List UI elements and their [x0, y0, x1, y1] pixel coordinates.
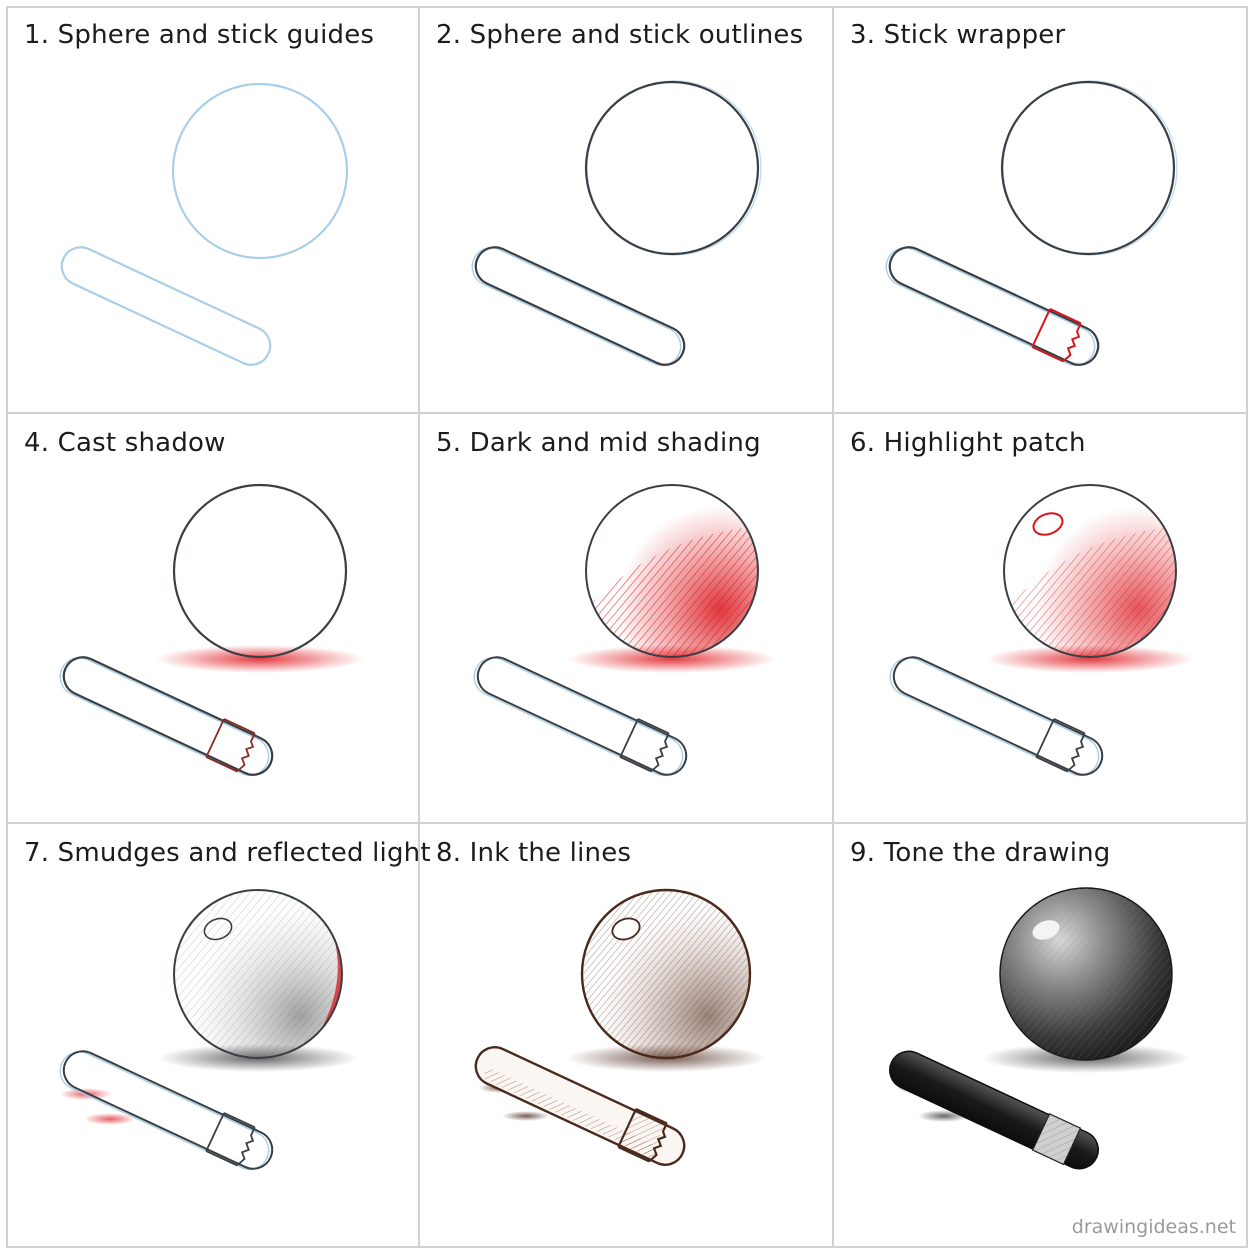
step-title: 2. Sphere and stick outlines [436, 20, 804, 50]
sphere-outline [1003, 484, 1177, 658]
step-3-drawing [885, 80, 1178, 366]
step-panel-4: 4. Cast shadow [8, 416, 422, 824]
smudge-mark [502, 1111, 550, 1121]
sphere-guide [171, 82, 349, 260]
highlight-patch [1032, 920, 1060, 940]
step-7-drawing [59, 889, 358, 1170]
smudge-mark [84, 1113, 136, 1125]
step-title: 5. Dark and mid shading [436, 428, 761, 458]
stick-toned [889, 1050, 1099, 1170]
step-panel-9: 9. Tone the drawing [834, 826, 1248, 1234]
stick-outline [473, 656, 688, 776]
sphere-outline [584, 80, 760, 256]
grid-border-left [6, 6, 8, 1248]
grid-divider-h2 [6, 822, 1248, 824]
step-title: 6. Highlight patch [850, 428, 1086, 458]
cast-shadow [568, 645, 776, 673]
stick-wrapper [205, 718, 256, 773]
steps-grid: 1. Sphere and stick guides 2. Sphere and… [6, 6, 1248, 1248]
step-title: 4. Cast shadow [24, 428, 226, 458]
stick-outline [885, 246, 1100, 366]
step-panel-7: 7. Smudges and reflected light [8, 826, 431, 1234]
highlight-patch [611, 917, 641, 941]
step-panel-5: 5. Dark and mid shading [420, 416, 834, 824]
sphere-shading [582, 890, 750, 1058]
sphere-outline [173, 889, 343, 1059]
sphere-outline [585, 484, 759, 658]
step-title: 9. Tone the drawing [850, 838, 1111, 868]
grid-border-right [1246, 6, 1248, 1248]
sphere-shading [1004, 485, 1176, 657]
step-2-drawing [471, 80, 762, 366]
step-6-drawing [889, 484, 1194, 776]
stick-wrapper [1031, 308, 1082, 363]
step-title: 1. Sphere and stick guides [24, 20, 375, 50]
stick-guide [60, 246, 272, 366]
site-watermark: drawingideas.net [1071, 1216, 1236, 1238]
highlight-patch [203, 917, 233, 941]
grid-divider-v2 [832, 6, 834, 1248]
step-4-drawing [59, 483, 364, 776]
stick-wrapper [1035, 718, 1086, 773]
grid-divider-v1 [418, 6, 420, 1248]
step-panel-8: 8. Ink the lines [420, 826, 834, 1234]
sphere-outline [1000, 80, 1176, 256]
sphere-outline [172, 483, 348, 659]
step-8-drawing [474, 888, 766, 1166]
step-9-drawing [889, 887, 1190, 1170]
step-title: 8. Ink the lines [436, 838, 632, 868]
sphere-shading [586, 485, 758, 657]
step-title: 3. Stick wrapper [850, 20, 1066, 50]
step-panel-2: 2. Sphere and stick outlines [420, 8, 834, 416]
sphere-shading [174, 890, 342, 1058]
step-panel-6: 6. Highlight patch [834, 416, 1248, 824]
grid-divider-h1 [6, 412, 1248, 414]
stick-outline [471, 246, 686, 366]
cast-shadow [156, 645, 364, 673]
cast-shadow [986, 645, 1194, 673]
stick-inked [474, 1046, 686, 1166]
stick-outline [59, 1050, 274, 1170]
stick-wrapper [617, 1107, 668, 1163]
smudge-mark [60, 1088, 112, 1100]
stick-wrapper [619, 718, 670, 773]
step-panel-3: 3. Stick wrapper [834, 8, 1248, 416]
step-title: 7. Smudges and reflected light [24, 838, 431, 868]
grid-border-top [6, 6, 1248, 8]
step-1-drawing [60, 82, 349, 366]
stick-outline [59, 656, 274, 776]
step-panel-1: 1. Sphere and stick guides [8, 8, 422, 416]
stick-wrapper [205, 1112, 256, 1167]
sphere-outline [580, 888, 752, 1060]
step-5-drawing [473, 484, 776, 776]
stick-outline [889, 656, 1104, 776]
highlight-patch [1032, 512, 1064, 536]
grid-border-bottom [6, 1246, 1248, 1248]
